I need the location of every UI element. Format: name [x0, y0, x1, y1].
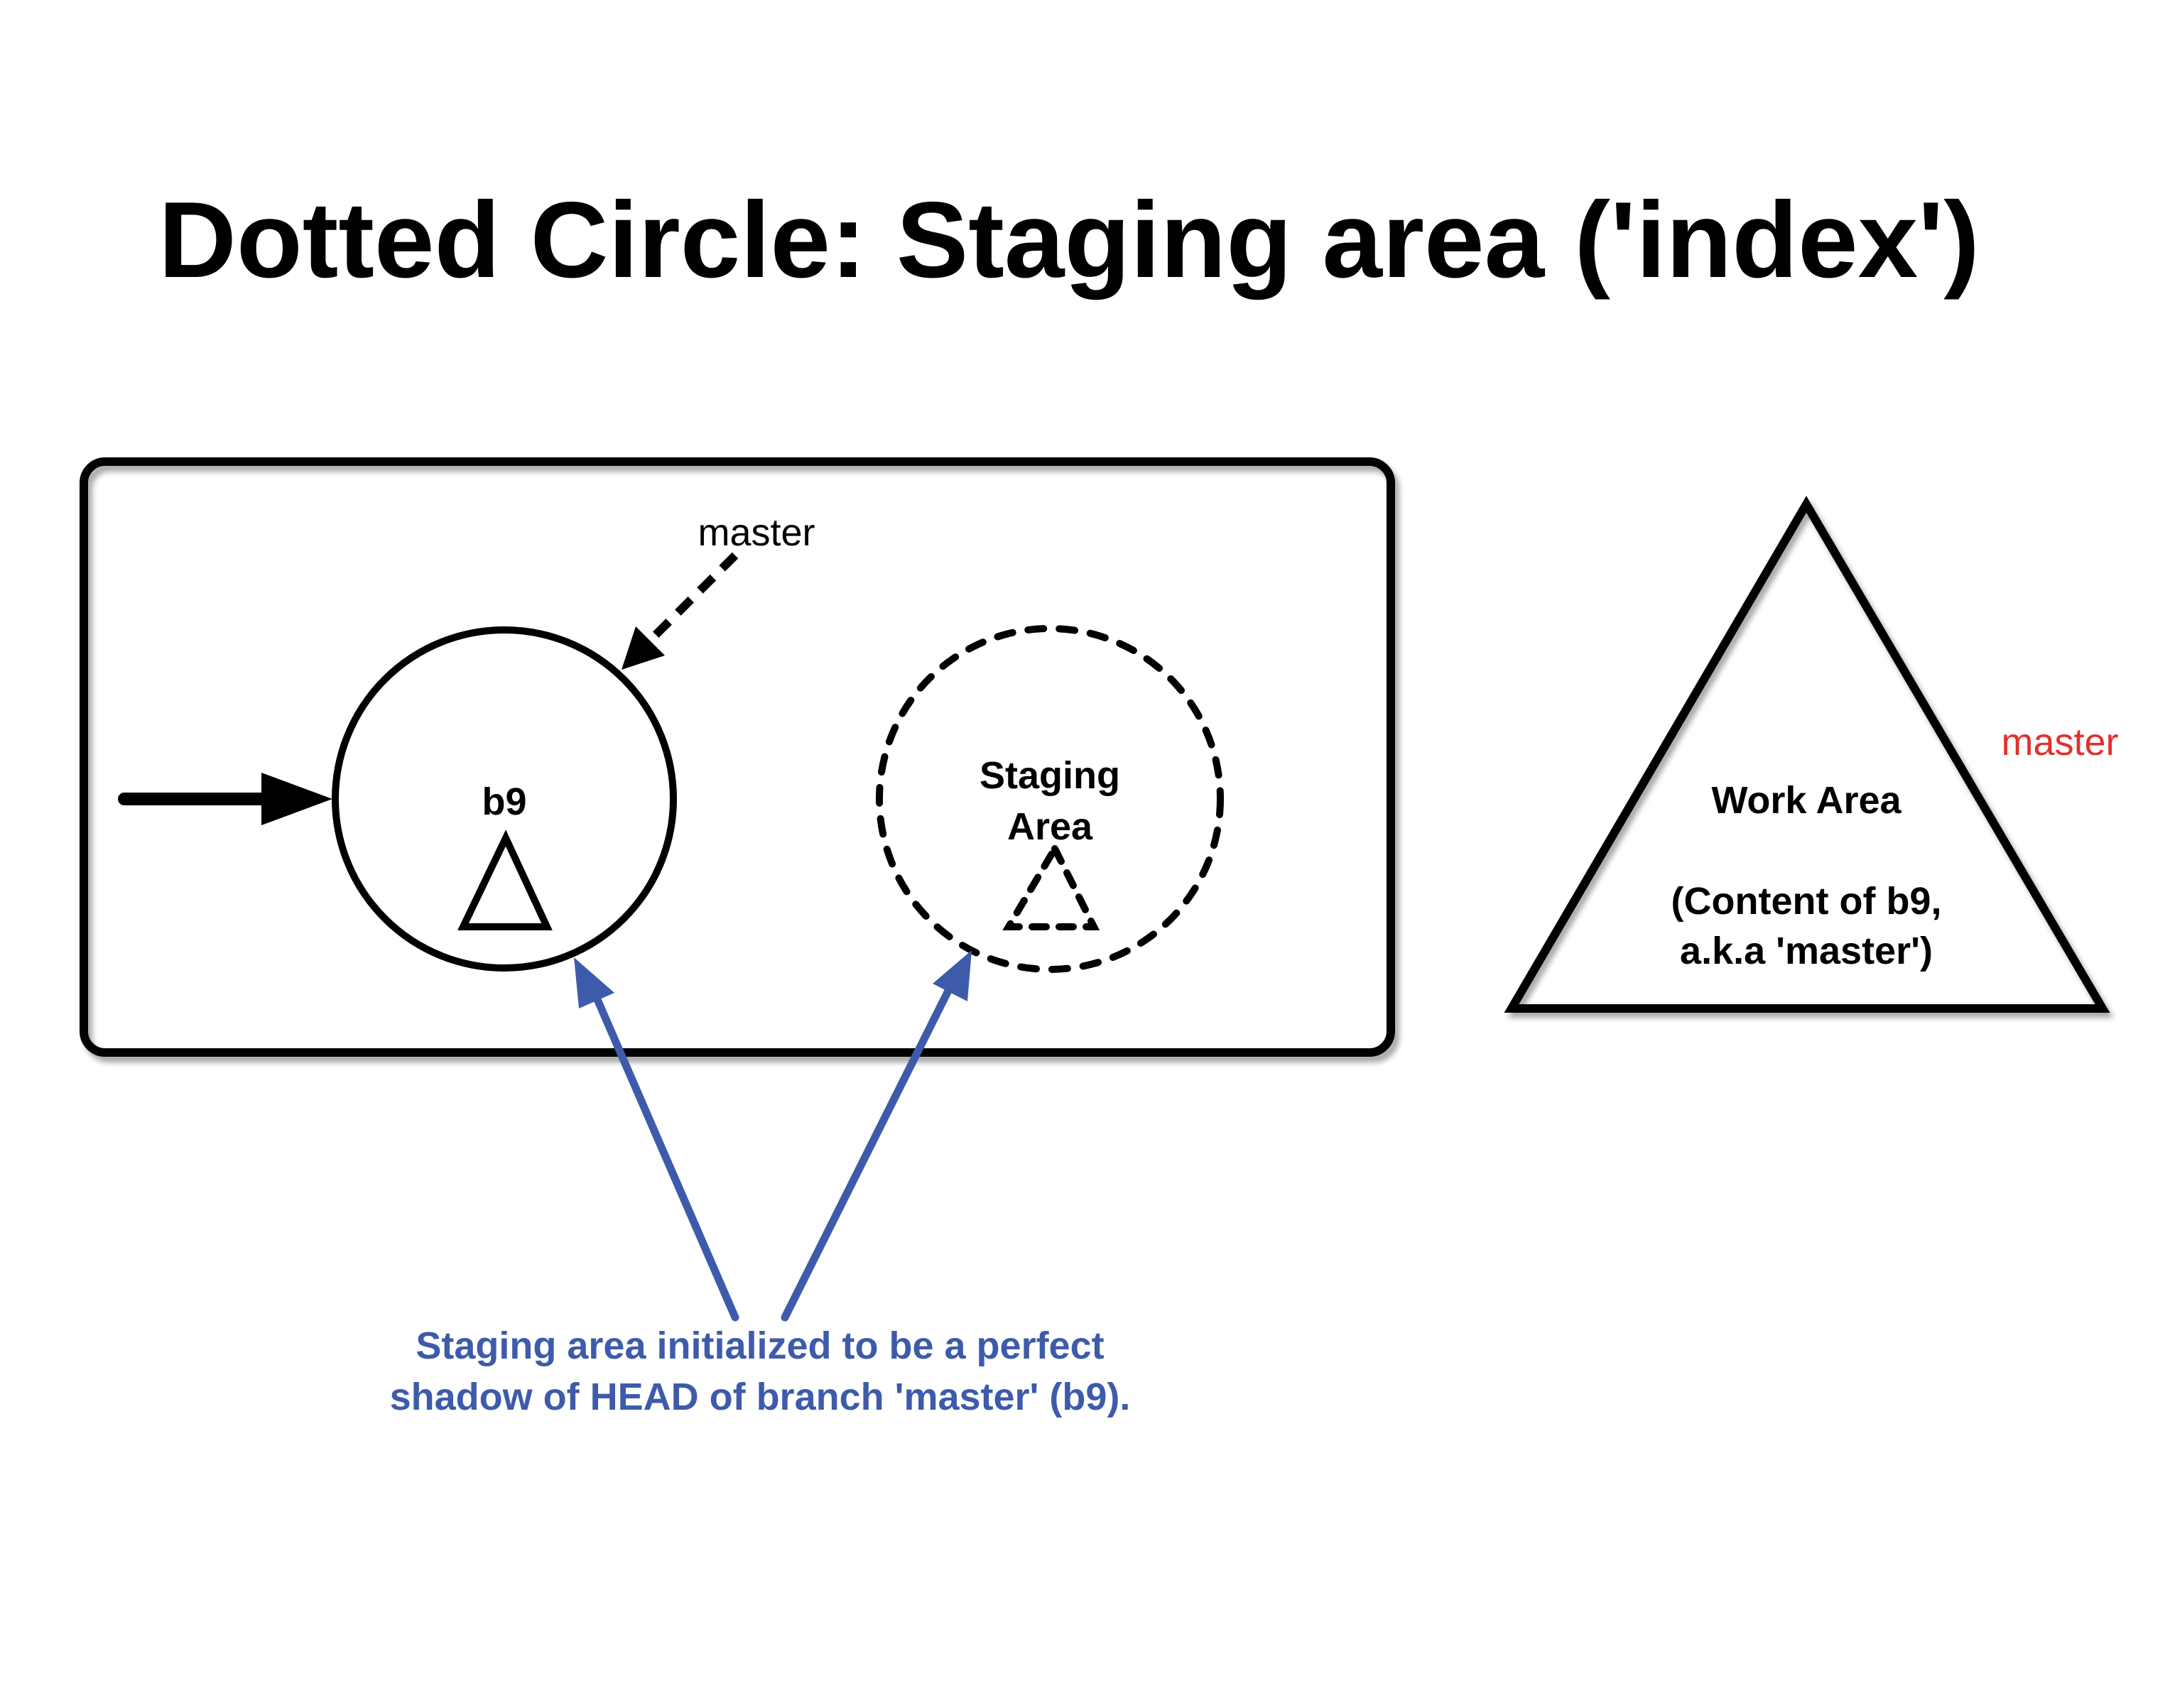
branch-pointer-label: master — [698, 511, 815, 554]
incoming-arrow — [118, 773, 332, 825]
staging-area-circle — [876, 625, 1224, 973]
commit-label: b9 — [482, 780, 526, 823]
staging-label-line1: Staging — [980, 754, 1120, 797]
work-area-branch-tag: master — [2001, 721, 2118, 763]
page-title: Dotted Circle: Staging area ('index') — [158, 180, 1980, 300]
work-area-title: Work Area — [1711, 779, 1902, 822]
branch-pointer-arrow — [622, 552, 739, 670]
annotation-arrow-to-staging — [781, 950, 972, 1322]
commit-circle — [332, 626, 677, 972]
annotation-line2: shadow of HEAD of branch 'master' (b9). — [390, 1376, 1131, 1418]
staging-tree-triangle-icon — [1002, 841, 1100, 930]
staging-label-line2: Area — [1007, 805, 1093, 848]
repository-box — [80, 457, 1395, 1057]
work-area-triangle — [1504, 496, 2110, 1013]
work-area-content-line2: a.k.a 'master') — [1680, 930, 1933, 972]
annotation-line1: Staging area initialized to be a perfect — [416, 1324, 1104, 1367]
work-area-content-line1: (Content of b9, — [1671, 880, 1942, 923]
tree-triangle-icon — [457, 829, 553, 930]
annotation-arrow-to-commit — [574, 957, 739, 1322]
